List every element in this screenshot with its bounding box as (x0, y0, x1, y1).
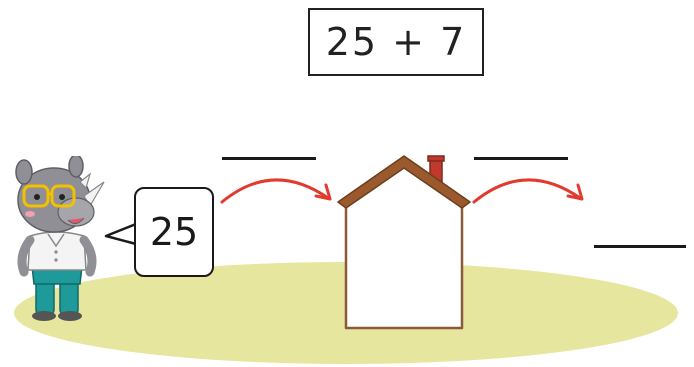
curved-arrow-icon (220, 178, 332, 204)
expression-box: 25 + 7 (308, 8, 484, 76)
house-icon (337, 155, 471, 330)
speech-bubble-tail (104, 222, 137, 246)
rhino-character-icon (15, 156, 105, 321)
answer-blank-first-step[interactable] (222, 157, 316, 160)
answer-blank-second-step[interactable] (474, 157, 568, 160)
speech-bubble: 25 (134, 187, 214, 277)
curved-arrow-icon (472, 178, 584, 204)
answer-blank-result[interactable] (594, 245, 686, 248)
